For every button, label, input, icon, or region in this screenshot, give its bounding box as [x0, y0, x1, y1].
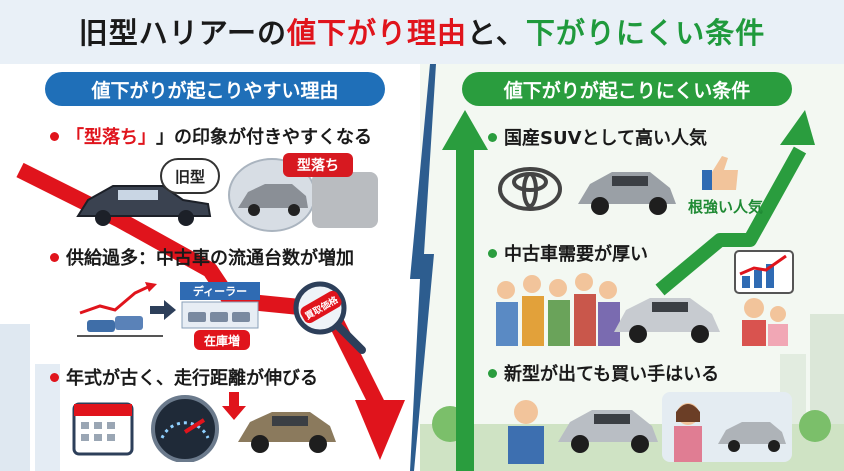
condition-text: 中古車需要が厚い: [504, 244, 648, 265]
reason-keyword: 型落ち: [84, 127, 138, 148]
condition-text: 国産SUVとして高い人気: [504, 128, 707, 149]
old-model-bubble: 旧型: [160, 158, 220, 194]
down-arrow-icon: [222, 392, 246, 420]
old-sedan-icon: [76, 185, 212, 226]
person-pointing-illustration: [742, 298, 788, 346]
reason-text: 供給過多：中古車の流通台数が増加: [66, 248, 354, 269]
suv-icon: [238, 184, 308, 216]
condition-buyers-exist: 新型が出ても買い手はいる: [488, 360, 719, 386]
condition-text: 新型が出ても買い手はいる: [504, 364, 720, 385]
reason-outdated-impression: 「型落ち」」の印象が付きやすくなる: [50, 123, 372, 149]
blurred-suv-image: [312, 172, 378, 228]
supply-chart-icon: [77, 282, 163, 337]
speedometer-icon: [151, 395, 219, 462]
bullet-dot: [488, 132, 497, 142]
thumbs-up-icon: [702, 156, 738, 190]
harrier-suv-icon: [614, 298, 720, 343]
reason-suffix-quote: 」: [138, 127, 156, 148]
rising-chart-icon: [734, 250, 794, 294]
bullet-dot: [488, 368, 497, 378]
strong-popularity-label: 根強い人気: [688, 198, 764, 216]
suv-circle-icon: [228, 158, 316, 232]
red-down-arrow: [16, 162, 405, 460]
right-arrow-icon: [150, 300, 176, 320]
outdated-tag: 型落ち: [283, 153, 353, 177]
reason-prefix: 「: [66, 127, 84, 148]
in-stock-tag: 在庫増: [194, 330, 250, 350]
green-up-arrows: [442, 110, 815, 471]
dealer-showroom-image: [662, 392, 792, 462]
woman-and-suv-illustration: [674, 403, 786, 462]
reason-age-mileage: 年式が古く、走行距離が伸びる: [50, 364, 318, 390]
harrier-suv-icon: [578, 172, 676, 215]
lightning-divider: [410, 64, 436, 471]
toyota-logo-icon: [498, 167, 562, 211]
page-title: 旧型ハリアーの値下がり理由と、下がりにくい条件: [0, 0, 844, 62]
condition-used-demand: 中古車需要が厚い: [488, 240, 648, 266]
man-thinking-illustration: [508, 400, 544, 464]
reason-suffix: 」の印象が付きやすくなる: [156, 127, 372, 148]
left-section-header: 値下がりが起こりやすい理由: [45, 72, 385, 106]
reason-text: 年式が古く、走行距離が伸びる: [66, 368, 318, 389]
right-section-header: 値下がりが起こりにくい条件: [462, 72, 792, 106]
title-part2: 値下がり理由: [286, 16, 467, 50]
bullet-dot: [488, 248, 497, 258]
bullet-dot: [50, 372, 59, 382]
bullet-dot: [50, 131, 59, 141]
dealer-lot-icon: [181, 301, 259, 329]
condition-popular-suv: 国産SUVとして高い人気: [488, 124, 707, 150]
skyline-left-illustration: [0, 324, 60, 471]
harrier-suv-icon: [238, 412, 336, 453]
harrier-suv-icon: [558, 410, 658, 453]
crowd-illustration: [496, 273, 620, 346]
title-part1: 旧型ハリアーの: [78, 16, 287, 50]
title-part3: と、: [467, 16, 526, 50]
bullet-dot: [50, 252, 59, 262]
dealer-sign: ディーラー: [180, 282, 260, 300]
calendar-icon: [72, 402, 134, 456]
reason-oversupply: 供給過多：中古車の流通台数が増加: [50, 244, 354, 270]
title-part4: 下がりにくい条件: [525, 16, 766, 50]
